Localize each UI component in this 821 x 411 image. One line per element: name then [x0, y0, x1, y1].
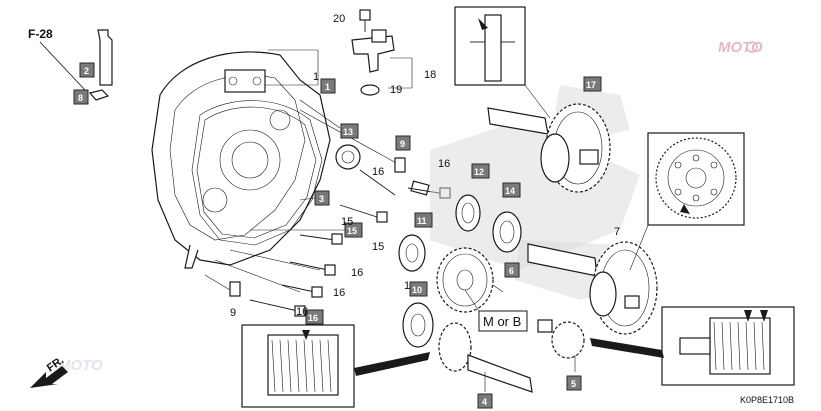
- breather-tube: [97, 29, 113, 86]
- fr-arrow-icon: [30, 366, 68, 388]
- callout-1: 1: [320, 78, 336, 94]
- pinion-5: [537, 319, 585, 372]
- svg-text:13: 13: [343, 127, 353, 137]
- bearing-14: [492, 211, 522, 253]
- watermark-text-lower: MOTO: [58, 357, 103, 374]
- detail-bl-arrow-icon: [302, 330, 310, 340]
- label-16e: 16: [296, 306, 308, 318]
- svg-text:3: 3: [319, 194, 324, 204]
- crankcase-cover: [151, 51, 331, 269]
- callout-6: 6: [504, 262, 520, 278]
- label-20: 20: [333, 13, 345, 25]
- callout-9: 9: [395, 135, 411, 151]
- speed-sensor: [351, 9, 395, 96]
- svg-text:2: 2: [84, 66, 89, 76]
- svg-text:12: 12: [474, 167, 484, 177]
- label-1a: 1: [313, 71, 319, 83]
- svg-text:16: 16: [308, 313, 318, 323]
- svg-text:15: 15: [347, 226, 357, 236]
- svg-text:1: 1: [325, 82, 330, 92]
- svg-text:5: 5: [571, 379, 576, 389]
- watermark-logo-faint: MOTO: [58, 357, 103, 374]
- label-16c: 16: [351, 267, 363, 279]
- detail-gear-arrow-icon: [680, 204, 690, 214]
- dowel-pin-lower: [229, 281, 241, 297]
- callout-2: 2: [79, 62, 95, 78]
- clip-part: [88, 89, 110, 101]
- variant-label-box: M or B: [464, 289, 528, 332]
- callout-8: 8: [73, 89, 89, 105]
- detail-bl-pointer-icon: [354, 352, 430, 376]
- label-16b: 16: [372, 166, 384, 178]
- svg-text:11: 11: [417, 216, 427, 226]
- label-1b: 1: [404, 280, 410, 292]
- svg-text:9: 9: [400, 139, 405, 149]
- label-16a: 16: [438, 158, 450, 170]
- callout-10: 10: [409, 281, 428, 297]
- detail-inset-bottom-right: [590, 306, 795, 386]
- label-16d: 16: [333, 287, 345, 299]
- label-15a: 15: [341, 216, 353, 228]
- detail-br-arrow-b-icon: [760, 310, 768, 322]
- svg-text:10: 10: [412, 285, 422, 295]
- detail-inset-gear: [629, 132, 745, 271]
- upper-gear-shaft-17: [487, 103, 611, 193]
- callout-3: 3: [314, 190, 330, 206]
- svg-text:4: 4: [482, 397, 487, 407]
- svg-text:6: 6: [509, 266, 514, 276]
- diagram-code: K0P8E1710B: [740, 395, 794, 405]
- watermark-logo: MOTO: [718, 39, 763, 56]
- detail-br-pointer-icon: [590, 338, 664, 358]
- callout-11: 11: [414, 212, 433, 228]
- bearing-12: [455, 194, 481, 232]
- callout-5: 5: [566, 375, 582, 391]
- bearing-10: [402, 302, 434, 348]
- svg-text:14: 14: [505, 186, 515, 196]
- label-7: 7: [614, 226, 620, 238]
- callout-12: 12: [471, 163, 490, 179]
- callout-17: 17: [583, 76, 602, 92]
- reference-label: F-28: [28, 27, 53, 41]
- dowel-pin-upper: [394, 157, 406, 173]
- watermark-gear-icon: [746, 41, 758, 53]
- detail-top-arrow-icon: [478, 18, 488, 30]
- callout-14: 14: [502, 182, 521, 198]
- detail-inset-top: [454, 6, 551, 119]
- detail-br-arrow-a-icon: [744, 310, 752, 322]
- bearing-11: [398, 234, 426, 272]
- reference-leader: [39, 41, 86, 91]
- label-19: 19: [390, 84, 402, 96]
- label-9: 9: [230, 307, 236, 319]
- callout-13: 13: [340, 123, 359, 139]
- label-18: 18: [424, 69, 436, 81]
- input-shaft-4: [438, 322, 533, 393]
- direction-indicator: FR.: [30, 354, 68, 388]
- oil-seal-13: [335, 144, 361, 170]
- callout-15: 15: [344, 222, 363, 238]
- svg-text:8: 8: [78, 93, 83, 103]
- label-15b: 15: [372, 241, 384, 253]
- callout-16: 16: [305, 309, 324, 325]
- callout-4: 4: [477, 393, 493, 409]
- detail-inset-bottom-left: [241, 324, 430, 408]
- svg-text:17: 17: [586, 80, 596, 90]
- idler-gear-6: [436, 247, 504, 313]
- lower-gear-shaft-7: [527, 241, 658, 335]
- variant-label: M or B: [483, 314, 521, 329]
